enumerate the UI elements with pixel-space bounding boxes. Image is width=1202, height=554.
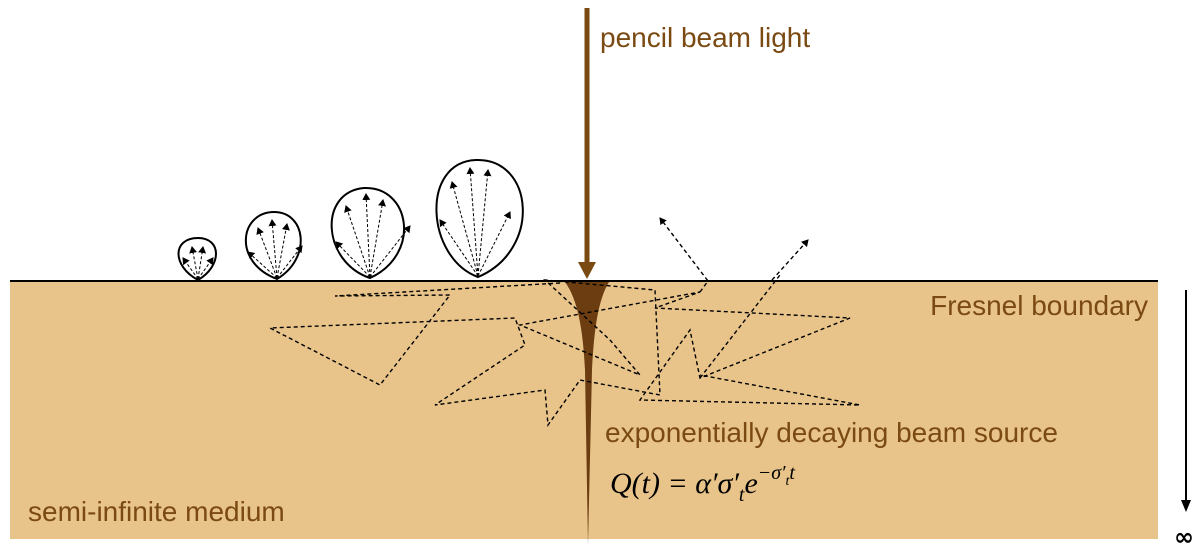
pencil-beam-arrowhead: [578, 262, 596, 279]
escape-arrow-right: [771, 239, 809, 281]
radiance-lobe-1: [177, 236, 217, 282]
escaping-path-2: [659, 217, 709, 293]
infinity-symbol: ∞: [1174, 523, 1194, 551]
radiance-lobe-2: [244, 210, 303, 281]
pencil-beam-label: pencil beam light: [600, 22, 810, 53]
beam-source-label: exponentially decaying beam source: [605, 417, 1058, 448]
escaping-path-1: [699, 274, 781, 379]
radiance-lobe-4: [435, 158, 524, 279]
fresnel-boundary-label: Fresnel boundary: [930, 290, 1148, 321]
depth-arrowhead: [1181, 500, 1191, 512]
medium-label: semi-infinite medium: [28, 496, 285, 527]
decaying-beam-source: [565, 282, 609, 545]
radiance-lobe-3: [330, 186, 411, 280]
